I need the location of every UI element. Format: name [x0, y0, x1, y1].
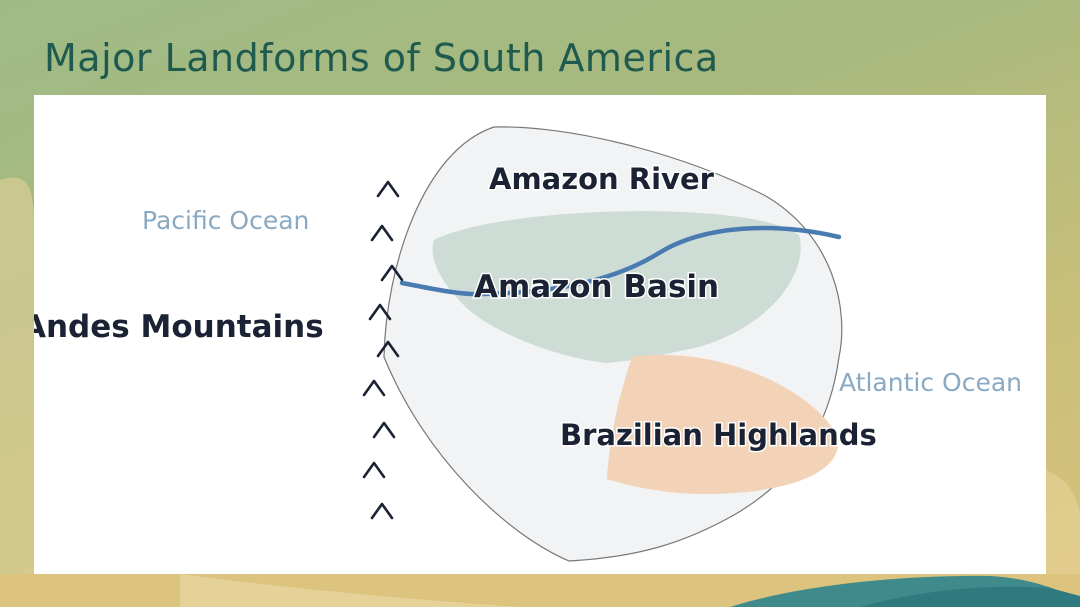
- mountain-symbol: [372, 421, 396, 439]
- atlantic-ocean-label: Atlantic Ocean: [839, 368, 1022, 397]
- mountain-symbol: [380, 264, 404, 282]
- mountain-symbol: [370, 224, 394, 242]
- diagram-panel: Amazon River Amazon Basin Andes Mountain…: [34, 95, 1046, 574]
- amazon-river-line: [399, 225, 842, 297]
- amazon-basin-label: Amazon Basin: [474, 269, 719, 305]
- pacific-ocean-label: Pacific Ocean: [142, 206, 309, 235]
- amazon-basin-region: [432, 211, 801, 363]
- slide-title: Major Landforms of South America: [44, 36, 719, 80]
- amazon-river-label: Amazon River: [489, 162, 715, 196]
- andes-mountain-symbols: [362, 180, 404, 520]
- mountain-symbol: [368, 303, 392, 321]
- mountain-symbol: [362, 461, 386, 479]
- mountain-symbol: [362, 379, 386, 397]
- andes-mountains-label: Andes Mountains: [34, 309, 324, 345]
- landforms-diagram: Amazon River Amazon Basin Andes Mountain…: [34, 126, 1022, 562]
- brazilian-highlands-label: Brazilian Highlands: [560, 418, 877, 452]
- mountain-symbol: [376, 180, 400, 198]
- brazilian-highlands-region: [607, 354, 839, 495]
- mountain-symbol: [376, 340, 400, 358]
- mountain-symbol: [370, 502, 394, 520]
